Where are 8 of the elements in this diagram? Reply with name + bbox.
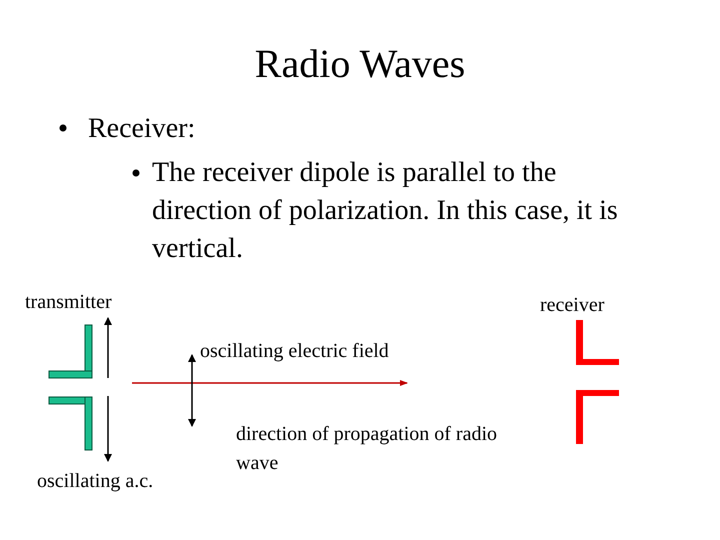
diagram-label: transmitter bbox=[25, 290, 112, 315]
diagram-label: direction of propagation of radio wave bbox=[236, 422, 498, 476]
diagram-label: oscillating electric field bbox=[200, 339, 389, 364]
diagram-label: receiver bbox=[540, 293, 604, 318]
bullet-text: Receiver: bbox=[88, 112, 196, 146]
diagram-label: oscillating a.c. bbox=[37, 469, 154, 494]
slide-title: Radio Waves bbox=[254, 40, 466, 88]
bullet-text: The receiver dipole is parallel to the direction of polarization. In this case, it is vertical. bbox=[152, 156, 619, 266]
